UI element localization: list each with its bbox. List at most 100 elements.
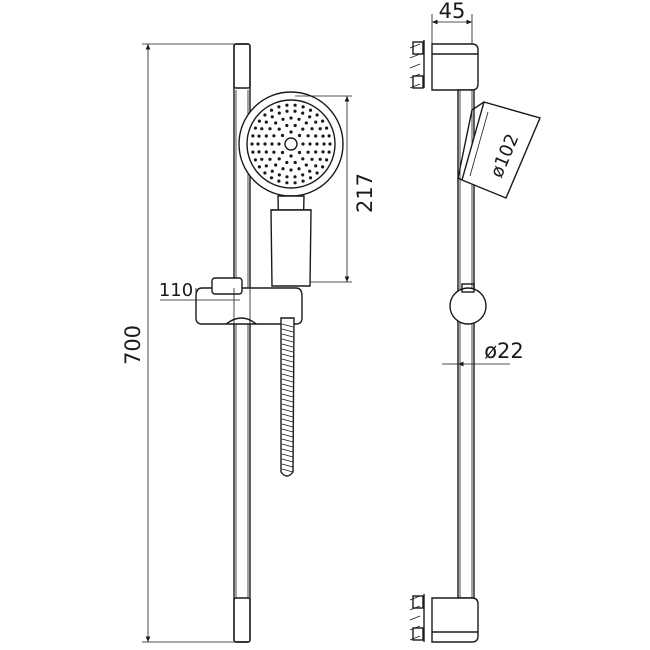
nozzle-dot <box>304 163 308 167</box>
nozzle-dot <box>270 142 274 146</box>
nozzle-dot <box>285 123 289 128</box>
side-shower-head: ø102 <box>457 101 541 199</box>
nozzle-dot <box>285 103 289 107</box>
nozzle-dot <box>289 168 293 172</box>
nozzle-dot <box>277 105 281 109</box>
hose-wrap-line <box>281 323 294 328</box>
nozzle-dot <box>293 160 297 165</box>
nozzle-dot <box>315 142 319 146</box>
wall-bracket-bottom <box>409 594 479 643</box>
nozzle-dot <box>318 127 322 131</box>
hose-wrap-line <box>281 333 294 338</box>
nozzle-dot <box>253 126 257 130</box>
nozzle-dot <box>314 134 318 138</box>
nozzle-dot <box>297 117 301 121</box>
wall-bracket-top <box>409 40 479 91</box>
nozzle-dot <box>285 109 289 113</box>
nozzle-dot <box>285 160 289 165</box>
nozzle-dot <box>314 164 318 168</box>
hose-wrap-line <box>281 328 294 333</box>
nozzle-dot <box>289 154 293 158</box>
shower-head <box>238 91 344 197</box>
nozzle-dot <box>272 134 276 138</box>
hose-wrap-line <box>281 463 294 468</box>
nozzle-dot <box>280 150 285 155</box>
nozzle-dot <box>280 133 285 138</box>
front-view: 700 217 <box>121 43 377 643</box>
rail-diameter-dimension: ø22 <box>442 339 524 372</box>
nozzle-dot <box>293 175 297 179</box>
nozzle-dot <box>269 108 274 112</box>
nozzle-dot <box>297 167 301 171</box>
nozzle-dot <box>260 157 264 161</box>
nozzle-dot <box>277 142 281 146</box>
side-view: 45 ø102 <box>409 0 541 643</box>
nozzle-dot <box>301 173 305 177</box>
nozzle-dot <box>301 157 305 161</box>
overall-height-label: 700 <box>121 325 145 365</box>
hose-wrap-line <box>281 438 294 443</box>
nozzle-dot <box>321 134 325 138</box>
hose-wrap-line <box>281 353 294 358</box>
nozzle-dot <box>293 109 297 113</box>
wall-offset-dimension: 45 <box>431 0 473 46</box>
hose-wrap-line <box>281 443 294 448</box>
nozzle-dot <box>250 142 254 146</box>
nozzle-dot <box>277 179 281 183</box>
nozzle-dot <box>285 175 289 179</box>
hose-wrap-line <box>281 348 294 353</box>
nozzle-dot <box>321 165 325 169</box>
nozzle-dot <box>315 171 319 175</box>
nozzle-dot <box>321 119 325 123</box>
nozzle-dot <box>277 111 281 115</box>
nozzle-dot <box>277 157 281 161</box>
nozzle-dot <box>264 164 268 168</box>
nozzle-dot <box>260 127 264 131</box>
nozzle-dot <box>310 127 314 131</box>
nozzle-dot <box>263 142 267 146</box>
nozzle-dot <box>281 117 285 121</box>
hose-wrap-line <box>281 453 294 458</box>
hose-wrap-line <box>281 358 294 363</box>
nozzle-dot <box>308 108 313 112</box>
nozzle-dot <box>257 150 261 154</box>
top-end-cap <box>233 43 251 89</box>
nozzle-dot <box>315 113 319 117</box>
hose-wrap-line <box>281 368 294 373</box>
arm-projection-dimension: 110 <box>159 280 240 306</box>
overall-height-dimension: 700 <box>121 43 235 643</box>
nozzle-dot <box>308 142 312 146</box>
nozzle-dot <box>289 116 293 120</box>
hose-wrap-line <box>281 393 294 398</box>
hose-wrap-line <box>281 388 294 393</box>
nozzle-dot <box>293 123 297 128</box>
hose-wrap-line <box>281 418 294 423</box>
nozzle-dot <box>306 134 310 138</box>
nozzle-dot <box>277 173 281 177</box>
nozzle-dot <box>251 134 255 138</box>
nozzle-dot <box>269 176 274 180</box>
nozzle-dot <box>264 134 268 138</box>
hose-wrap-line <box>281 413 294 418</box>
hose-wrap-line <box>281 468 294 473</box>
nozzle-dot <box>285 181 289 185</box>
nozzle-dot <box>281 167 285 171</box>
nozzle-dot <box>314 150 318 154</box>
nozzle-dot <box>257 165 261 169</box>
nozzle-dot <box>274 163 278 167</box>
nozzle-dot <box>325 126 329 130</box>
nozzle-dot <box>270 115 274 119</box>
nozzle-dot <box>308 176 313 180</box>
nozzle-dot <box>321 150 325 154</box>
bottom-end-cap <box>233 597 251 643</box>
arm-projection-label: 110 <box>159 280 193 301</box>
nozzle-dot <box>257 119 261 123</box>
hose-wrap-line <box>281 398 294 403</box>
hose-wrap-line <box>281 343 294 348</box>
hose-wrap-line <box>281 403 294 408</box>
nozzle-dot <box>301 111 305 115</box>
nozzle-dot <box>325 158 329 162</box>
nozzle-dot <box>314 120 318 124</box>
nozzle-dot <box>322 142 326 146</box>
